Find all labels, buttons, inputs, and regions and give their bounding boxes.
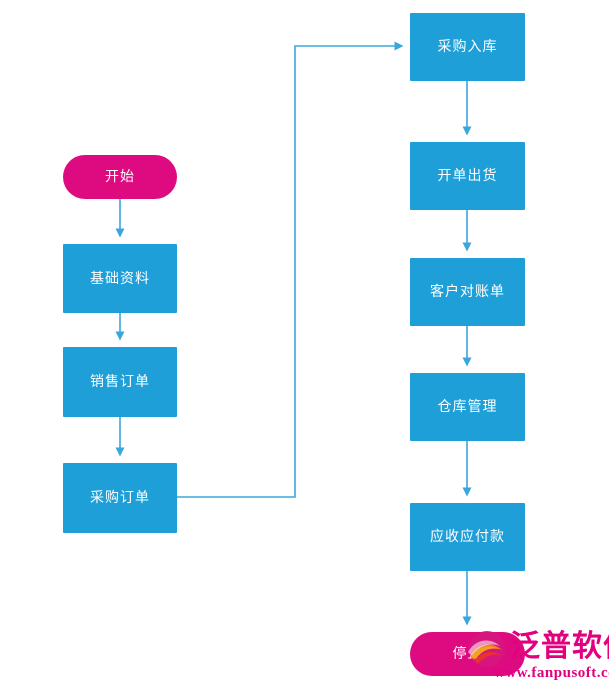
node-start[interactable]: 开始 bbox=[63, 155, 177, 199]
watermark-brand: 泛普软件 bbox=[510, 629, 609, 664]
node-caigoudingdan-label: 采购订单 bbox=[90, 490, 150, 506]
node-caigouruku-label: 采购入库 bbox=[437, 39, 498, 55]
node-stop[interactable]: 停止 bbox=[410, 632, 525, 676]
node-xiaoshoudingdan[interactable]: 销售订单 bbox=[63, 347, 177, 417]
node-yingshouyingfukuan-label: 应收应付款 bbox=[430, 529, 505, 545]
node-yingshouyingfukuan[interactable]: 应收应付款 bbox=[410, 503, 525, 571]
node-kaidanchuhuo[interactable]: 开单出货 bbox=[410, 142, 525, 210]
node-cangkuguanli[interactable]: 仓库管理 bbox=[410, 373, 525, 441]
node-cangkuguanli-label: 仓库管理 bbox=[437, 399, 498, 415]
node-jichuziliao-label: 基础资料 bbox=[90, 270, 150, 287]
node-kehuduizhangdan[interactable]: 客户对账单 bbox=[410, 258, 525, 326]
edge-caigoudingdan-to-caigouruku bbox=[177, 41, 404, 498]
node-jichuziliao[interactable]: 基础资料 bbox=[63, 244, 177, 313]
node-start-label: 开始 bbox=[105, 169, 135, 185]
node-xiaoshoudingdan-label: 销售订单 bbox=[90, 374, 150, 390]
node-kaidanchuhuo-label: 开单出货 bbox=[437, 168, 498, 184]
node-caigouruku[interactable]: 采购入库 bbox=[410, 13, 525, 81]
node-kehuduizhangdan-label: 客户对账单 bbox=[430, 284, 505, 300]
node-caigoudingdan[interactable]: 采购订单 bbox=[63, 463, 177, 533]
node-stop-label: 停止 bbox=[452, 646, 483, 662]
